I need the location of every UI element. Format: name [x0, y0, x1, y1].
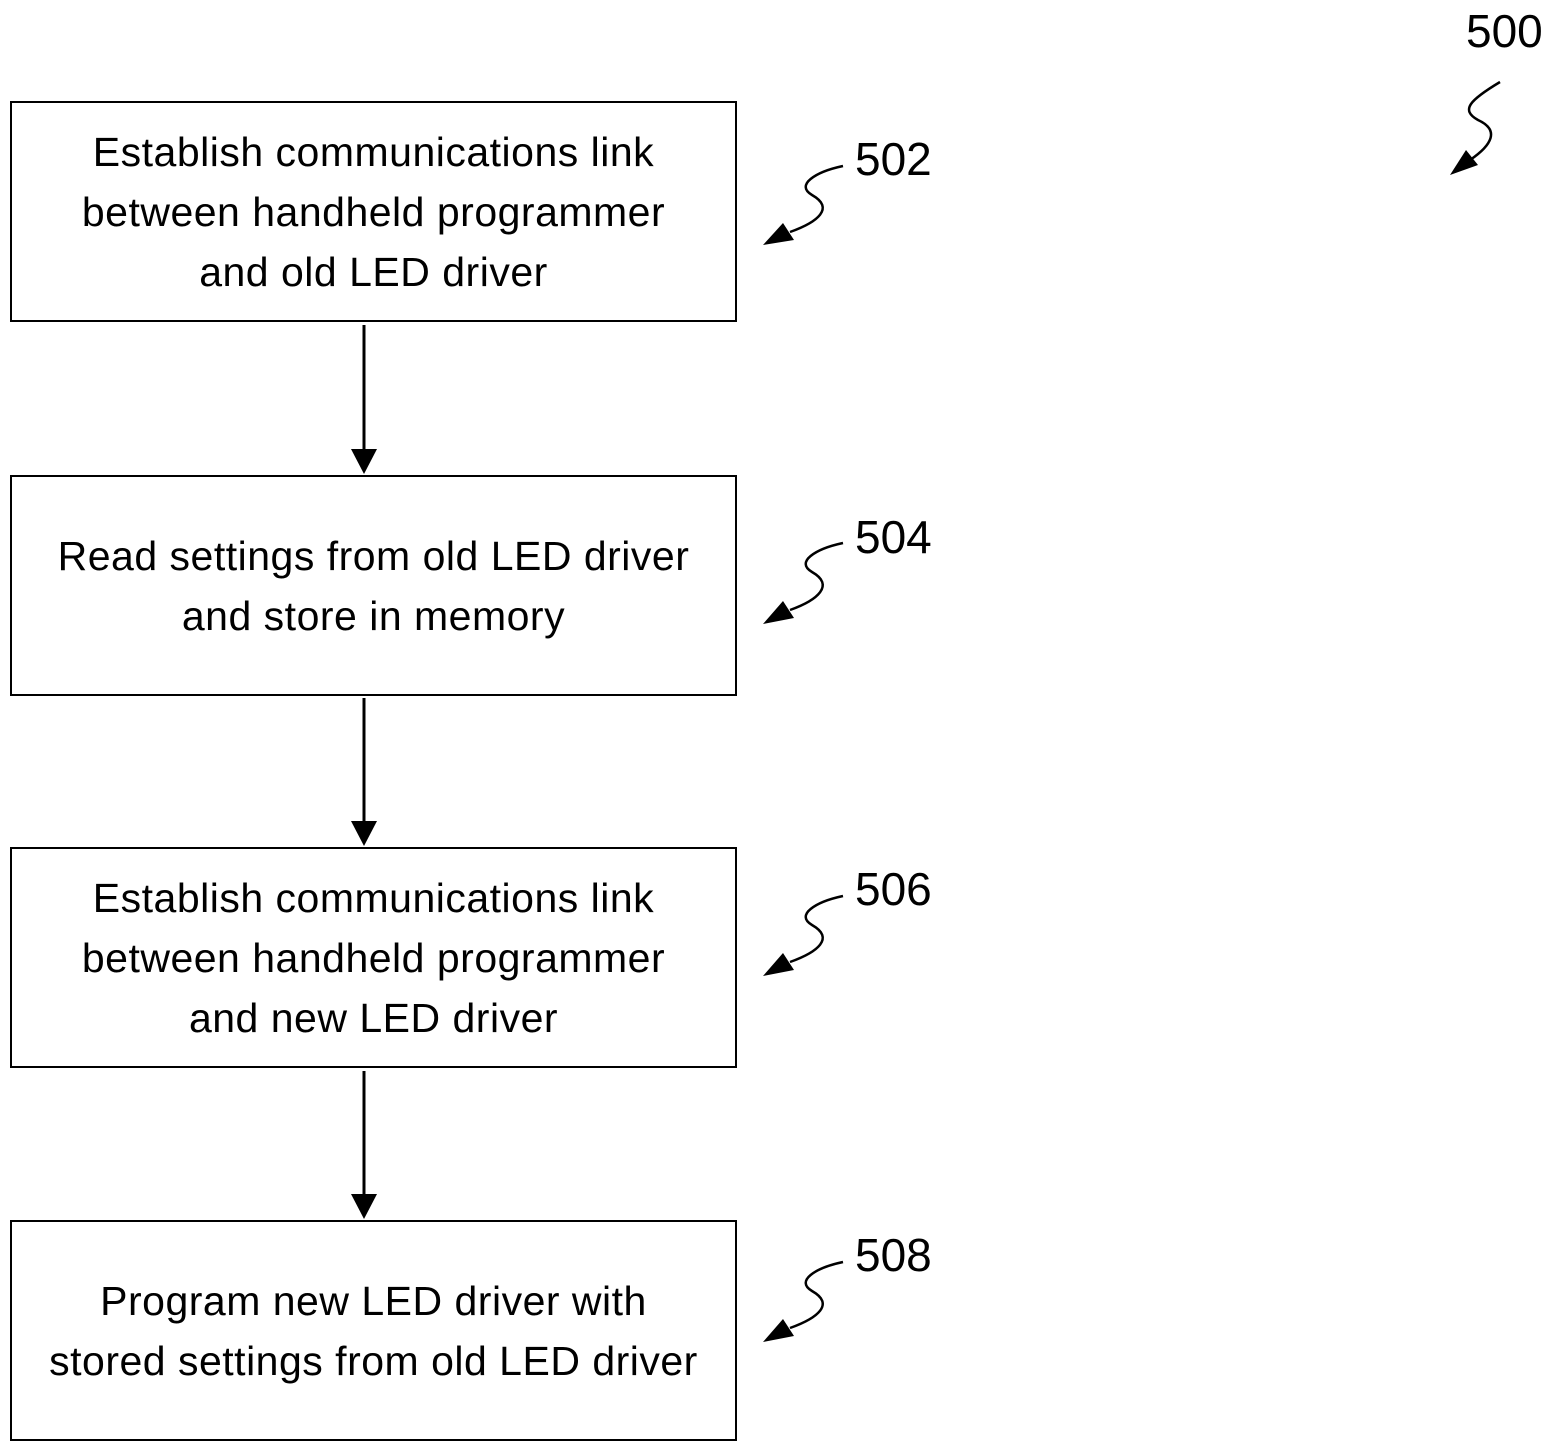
flow-arrow-502-504 [351, 325, 377, 474]
step-ref-502: 502 [855, 133, 932, 185]
step-508-line-1: Program new LED driver with [100, 1277, 647, 1324]
step-504-line-2: and store in memory [181, 592, 566, 639]
flow-arrow-506-508 [351, 1071, 377, 1219]
step-text-504: Read settings from old LED driver and st… [46, 526, 702, 646]
step-text-508: Program new LED driver with stored setti… [37, 1271, 710, 1391]
figure-ref-label: 500 [1466, 5, 1543, 57]
leader-arrow-506 [763, 894, 844, 976]
step-506-line-2: between handheld programmer [81, 934, 666, 981]
step-502-line-3: and old LED driver [199, 248, 548, 295]
step-ref-506: 506 [855, 863, 932, 915]
step-box-504: Read settings from old LED driver and st… [10, 475, 737, 696]
step-text-502: Establish communications link between ha… [70, 122, 677, 302]
step-ref-504: 504 [855, 511, 932, 563]
step-506-line-3: and new LED driver [188, 994, 559, 1041]
step-box-502: Establish communications link between ha… [10, 101, 737, 322]
step-box-506: Establish communications link between ha… [10, 847, 737, 1068]
leader-arrow-502 [763, 164, 844, 245]
step-box-508: Program new LED driver with stored setti… [10, 1220, 737, 1441]
step-502-line-1: Establish communications link [92, 128, 655, 175]
step-504-line-1: Read settings from old LED driver [57, 532, 690, 579]
step-508-line-2: stored settings from old LED driver [49, 1337, 698, 1384]
leader-arrow-504 [763, 541, 844, 624]
step-502-line-2: between handheld programmer [81, 188, 666, 235]
step-text-506: Establish communications link between ha… [70, 868, 677, 1048]
step-506-line-1: Establish communications link [92, 874, 655, 921]
flow-arrow-504-506 [351, 698, 377, 846]
leader-arrow-508 [763, 1260, 844, 1342]
leader-arrow-500 [1450, 80, 1501, 175]
step-ref-508: 508 [855, 1229, 932, 1281]
